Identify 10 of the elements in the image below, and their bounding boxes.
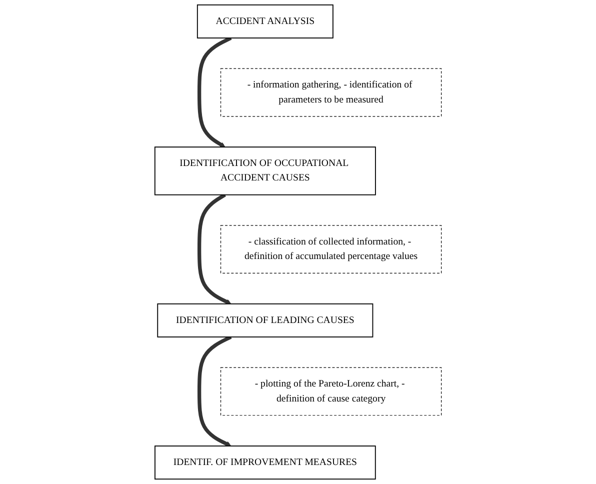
arrow: [197, 36, 232, 148]
node-box: IDENTIFICATION OF LEADING CAUSES: [157, 303, 374, 338]
arrow: [197, 335, 232, 447]
node-box: - information gathering, - identification of parameters to be measured: [220, 68, 442, 117]
node-box: - classification of collected information, - definition of accumulated percentage values: [220, 225, 442, 274]
node-box: - plotting of the Pareto-Lorenz chart, - definition of cause category: [220, 367, 442, 416]
node-box: IDENTIF. OF IMPROVEMENT MEASURES: [154, 446, 376, 480]
arrow: [197, 193, 232, 304]
node-box: IDENTIFICATION OF OCCUPATIONAL ACCIDENT CAUSES: [154, 146, 376, 196]
node-box: ACCIDENT ANALYSIS: [196, 4, 334, 38]
